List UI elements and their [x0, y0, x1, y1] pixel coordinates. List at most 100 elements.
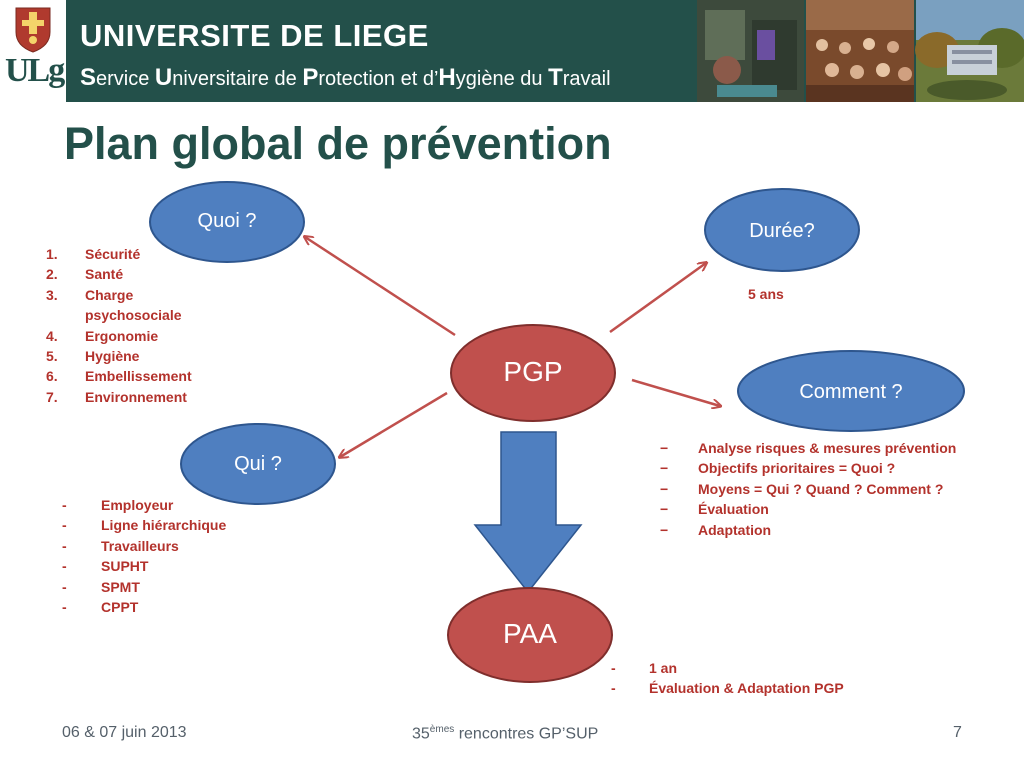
list-item-text: Sécurité [85, 246, 141, 262]
service-name-part: H [438, 64, 456, 91]
footer-event-number: 35 [412, 725, 430, 743]
node-qui [180, 423, 336, 505]
paa-list-item: - 1 an [611, 658, 911, 678]
list-item-text: Objectifs prioritaires = Quoi ? [698, 460, 896, 477]
service-name-part: ravail [562, 68, 611, 90]
service-name-part: S [80, 64, 97, 91]
arrow-pgp-to-paa [473, 431, 583, 594]
list-marker: 5. [46, 348, 58, 365]
qui-list-item: - SUPHT [58, 556, 278, 576]
qui-list-item: - Travailleurs [58, 536, 278, 556]
list-marker: 7. [46, 388, 58, 405]
list-marker: - [62, 517, 67, 534]
node-pgp-label: PGP [503, 356, 563, 387]
footer-page-number: 7 [953, 724, 962, 741]
list-item-text: Évaluation [698, 501, 769, 518]
list-marker: - [611, 680, 616, 697]
paa-list-item: - Évaluation & Adaptation PGP [611, 678, 911, 698]
list-marker: - [62, 497, 67, 513]
qui-list-item: - SPMT [58, 577, 278, 597]
logo-text: ULg [5, 52, 65, 89]
quoi-list-item: 4. Ergonomie [46, 326, 226, 346]
node-quoi [149, 181, 305, 263]
quoi-list-item: 7. Environnement [46, 387, 226, 407]
service-name-part: ygiène du [455, 68, 549, 90]
node-duree-label: Durée? [749, 220, 815, 242]
footer-event: 35èmes rencontres GP’SUP [412, 724, 598, 743]
comment-list-item: − Analyse risques & mesures prévention [660, 438, 1000, 458]
paa-list: - 1 an - Évaluation & Adaptation PGP [611, 658, 911, 699]
footer-event-sup: èmes [429, 724, 455, 735]
service-name-part: T [548, 64, 563, 91]
list-item-text: 1 an [649, 660, 678, 676]
quoi-list-item: 5.Hygiène [46, 346, 226, 366]
list-marker: - [62, 537, 67, 554]
list-item-text: Adaptation [698, 521, 772, 538]
comment-list-item: − Objectifs prioritaires = Quoi ? [660, 458, 1000, 478]
list-item-text: Santé [85, 266, 124, 283]
footer-event-text: rencontres GP’SUP [454, 725, 599, 743]
university-logo: ULg [0, 0, 66, 102]
photo-lab [697, 0, 804, 102]
node-comment-label: Comment ? [799, 381, 903, 403]
list-marker: − [660, 460, 669, 477]
coat-of-arms-icon [15, 7, 51, 53]
list-marker: − [660, 440, 669, 456]
footer-date: 06 & 07 juin 2013 [62, 724, 187, 741]
service-name-part: ervice [96, 68, 155, 90]
list-item-text: Moyens = Qui ? Quand ? Comment ? [698, 480, 944, 497]
list-marker: - [62, 599, 67, 616]
list-marker: - [611, 660, 616, 676]
list-item-text: Travailleurs [101, 537, 179, 554]
list-item-text: Employeur [101, 497, 174, 513]
quoi-list-item: 1. Sécurité [46, 244, 226, 264]
list-marker: 2. [46, 266, 58, 283]
list-marker: 4. [46, 327, 58, 344]
list-marker: - [62, 558, 67, 575]
node-duree [704, 188, 860, 272]
qui-list-item: - Ligne hiérarchique [58, 515, 278, 535]
list-item-text: Charge psychosociale [85, 286, 182, 324]
photo-amphitheatre [806, 0, 914, 102]
list-item-text: Ligne hiérarchique [101, 517, 227, 534]
comment-list-item: − Évaluation [660, 499, 1000, 519]
node-paa-label: PAA [503, 618, 557, 649]
service-name-part: rotection et d’ [318, 68, 439, 90]
node-qui-label: Qui ? [234, 453, 282, 475]
list-marker: 1. [46, 246, 58, 262]
arrow-pgp-to-quoi [305, 237, 456, 337]
node-quoi-label: Quoi ? [197, 210, 257, 232]
list-marker: − [660, 480, 669, 497]
university-name: UNIVERSITE DE LIEGE [80, 18, 429, 53]
list-item-text: Ergonomie [85, 327, 159, 344]
arrow-pgp-to-qui [340, 391, 448, 457]
list-item-text: Environnement [85, 388, 187, 405]
list-item-text: Évaluation & Adaptation PGP [649, 680, 844, 697]
comment-list-item: − Adaptation [660, 520, 1000, 540]
comment-list-item: − Moyens = Qui ? Quand ? Comment ? [660, 479, 1000, 499]
service-name-part: P [302, 64, 319, 91]
node-comment [737, 350, 965, 432]
list-marker: 3. [46, 286, 58, 303]
qui-list: - Employeur - Ligne hiérarchique - Travailleu… [58, 495, 278, 617]
service-name: Service Universitaire de Protection et d… [80, 64, 611, 92]
list-marker: − [660, 501, 669, 518]
slide-title: Plan global de prévention [64, 118, 612, 169]
list-item-text: Analyse risques & mesures prévention [698, 440, 957, 456]
list-marker: 6. [46, 368, 58, 385]
arrow-pgp-to-comment [631, 378, 720, 406]
list-marker: - [62, 578, 67, 595]
qui-list-item: - CPPT [58, 597, 278, 617]
quoi-list-item: 2. Santé [46, 264, 226, 284]
service-name-part: U [154, 64, 173, 91]
list-item-text: SUPHT [101, 558, 149, 575]
header-banner: ULg UNIVERSITE DE LIEGE Service Universi… [0, 0, 1024, 102]
node-pgp [450, 324, 616, 422]
quoi-list-item: 3. Charge psychosociale [46, 285, 226, 326]
list-item-text: SPMT [101, 578, 140, 595]
list-item-text: CPPT [101, 599, 139, 616]
list-marker: − [660, 521, 669, 538]
node-paa [447, 587, 613, 683]
